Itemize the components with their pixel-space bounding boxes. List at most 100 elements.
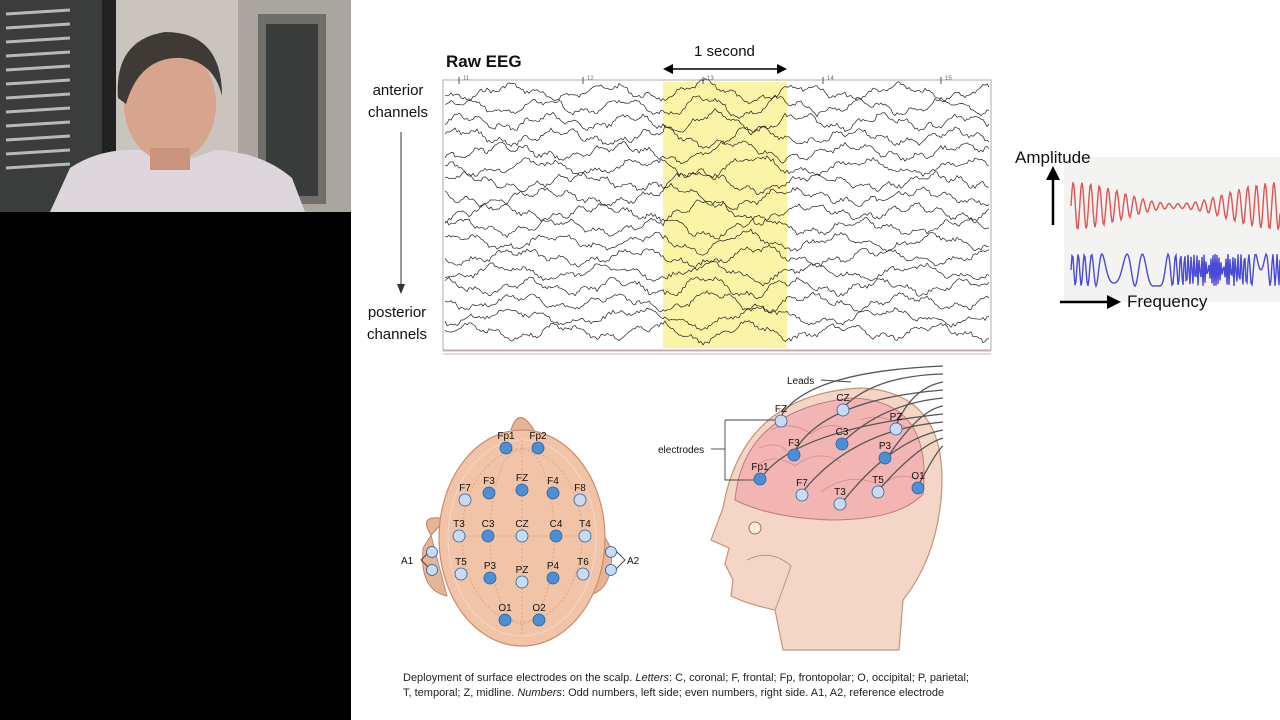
timeline-tick-label: 13: [707, 76, 714, 82]
caption-text: : C, coronal; F, frontal; Fp, frontopola…: [669, 672, 969, 684]
side-electrode-c3: [835, 437, 849, 451]
side-electrode-cz: [836, 403, 850, 417]
side-electrode-label: PZ: [890, 412, 903, 423]
presenter-video-frame: [0, 0, 351, 212]
side-electrode-t5: [871, 485, 885, 499]
electrode-label: F3: [483, 476, 495, 487]
side-electrode-fz: [774, 414, 788, 428]
eeg-channel-trace: [444, 290, 990, 314]
electrode-t4: [578, 529, 592, 543]
electrode-f3: [482, 486, 496, 500]
eeg-highlight-window: [663, 82, 787, 348]
electrodes-bracket: [711, 379, 852, 481]
electrode-f7: [458, 493, 472, 507]
eeg-title: Raw EEG: [446, 52, 522, 71]
eeg-channel-trace: [444, 276, 990, 300]
eeg-timeline: 11 12 13 14 15: [458, 76, 952, 84]
electrode-a1: [426, 564, 438, 576]
electrode-label: PZ: [516, 565, 529, 576]
electrode-label: T3: [453, 519, 465, 530]
caption-line-1: Deployment of surface electrodes on the …: [403, 671, 969, 686]
electrode-pz: [515, 575, 529, 589]
eeg-channel-trace: [444, 182, 990, 211]
side-electrode-pz: [889, 422, 903, 436]
posterior-channels-label: posterior channels: [357, 302, 437, 346]
electrode-f4: [546, 486, 560, 500]
side-electrode-o1: [911, 481, 925, 495]
electrode-t6: [576, 567, 590, 581]
electrode-label: T5: [455, 557, 467, 568]
leads-label: Leads: [787, 376, 814, 387]
side-electrode-label: C3: [836, 427, 849, 438]
electrode-fp1: [499, 441, 513, 455]
side-electrode-label: O1: [911, 471, 925, 482]
eeg-traces: [444, 77, 990, 346]
eeg-channel-trace: [444, 77, 990, 105]
webcam-video: [0, 0, 351, 212]
side-electrode-label: P3: [879, 441, 892, 452]
eeg-channel-trace: [444, 94, 990, 119]
electrode-label: T6: [577, 557, 589, 568]
electrodes-label: electrodes: [658, 445, 704, 456]
eeg-channel-trace: [444, 303, 990, 331]
side-electrode-p3: [878, 451, 892, 465]
electrode-a2: [605, 546, 617, 558]
electrode-o2: [532, 613, 546, 627]
anterior-posterior-arrow: [397, 132, 405, 294]
electrode-t5: [454, 567, 468, 581]
timeline-tick-label: 14: [827, 76, 834, 82]
caption-text: Deployment of surface electrodes on the …: [403, 672, 636, 684]
electrode-f8: [573, 493, 587, 507]
side-electrode-label: FZ: [775, 404, 787, 415]
electrode-label: P3: [484, 561, 497, 572]
side-electrode-fp1: [753, 472, 767, 486]
electrode-label: C3: [482, 519, 495, 530]
electrode-label: F7: [459, 483, 471, 494]
slide-graphics: 11 12 13 14 15: [397, 64, 1280, 651]
eeg-channel-trace: [444, 244, 990, 271]
caption-text: T, temporal; Z, midline.: [403, 687, 518, 699]
caption-italic-numbers: Numbers: [517, 687, 562, 699]
electrode-label: F8: [574, 483, 586, 494]
timeline-tick-label: 11: [463, 76, 470, 82]
posterior-label-line2: channels: [366, 326, 428, 343]
eeg-channel-trace: [444, 228, 990, 256]
electrode-label: F4: [547, 476, 559, 487]
timeline-tick-label: 12: [587, 76, 594, 82]
side-electrode-label: F7: [796, 478, 808, 489]
electrode-label: T4: [579, 519, 591, 530]
timeline-tick-label: 15: [945, 76, 952, 82]
side-electrode-f3: [787, 448, 801, 462]
eeg-channel-trace: [444, 140, 990, 165]
side-electrode-t3: [833, 497, 847, 511]
electrode-label: O2: [532, 603, 546, 614]
eeg-channel-trace: [444, 259, 990, 287]
side-electrode-label: Fp1: [751, 462, 769, 473]
eeg-channel-trace: [444, 214, 989, 240]
electrode-label: Fp2: [529, 431, 547, 442]
electrode-label: Fp1: [497, 431, 515, 442]
anterior-label-line1: anterior: [372, 82, 424, 99]
amplitude-modulated-wave: [1070, 182, 1280, 230]
electrode-cz: [515, 529, 529, 543]
electrode-o1: [498, 613, 512, 627]
electrode-p4: [546, 571, 560, 585]
electrode-a2: [605, 564, 617, 576]
caption-line-2: T, temporal; Z, midline. Numbers: Odd nu…: [403, 686, 969, 701]
presentation-slide: Raw EEG 1 second 11 12 13 14 15: [351, 0, 1280, 720]
electrode-label: FZ: [516, 473, 528, 484]
time-window-arrow: [663, 64, 787, 74]
electrode-label: O1: [498, 603, 512, 614]
side-electrode-label: F3: [788, 438, 800, 449]
electrode-t3: [452, 529, 466, 543]
time-window-label: 1 second: [694, 43, 755, 60]
electrode-c4: [549, 529, 563, 543]
electrode-fz: [515, 483, 529, 497]
eeg-channel-trace: [444, 199, 990, 226]
posterior-label-line1: posterior: [367, 304, 427, 321]
electrode-a1: [426, 546, 438, 558]
reference-left-label: A1: [401, 556, 414, 567]
side-electrode-f7: [795, 488, 809, 502]
